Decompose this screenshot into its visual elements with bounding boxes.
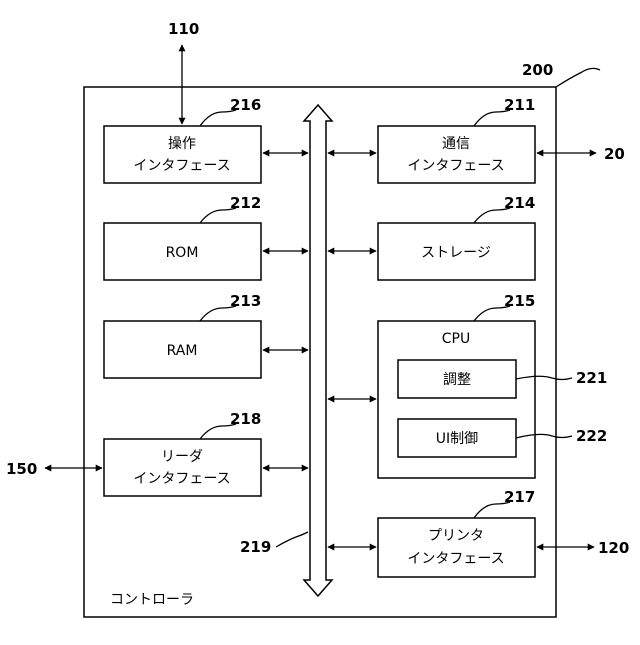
ui-control-label: UI制御 bbox=[436, 431, 478, 447]
printer-interface-line2: インタフェース bbox=[407, 551, 504, 567]
cpu-label: CPU bbox=[442, 331, 470, 347]
rom-ref: 212 bbox=[230, 194, 261, 212]
operation-interface-ref: 216 bbox=[230, 96, 261, 114]
cpu-ref: 215 bbox=[504, 292, 535, 310]
printer-device-ref: 120 bbox=[598, 539, 629, 557]
operation-interface-block bbox=[104, 126, 261, 183]
communication-interface-line2: インタフェース bbox=[407, 158, 504, 174]
ram-ref: 213 bbox=[230, 292, 261, 310]
reader-interface-line2: インタフェース bbox=[133, 471, 230, 487]
operation-interface-line2: インタフェース bbox=[133, 158, 230, 174]
printer-interface-line1: プリンタ bbox=[428, 528, 484, 544]
reader-interface-line1: リーダ bbox=[161, 449, 203, 465]
adjustment-ref: 221 bbox=[576, 369, 607, 387]
ui-control-ref: 222 bbox=[576, 427, 607, 445]
controller-ref: 200 bbox=[522, 61, 553, 79]
storage-label: ストレージ bbox=[421, 245, 491, 261]
network-ref: 20 bbox=[604, 145, 625, 163]
reader-device-ref: 150 bbox=[6, 460, 37, 478]
communication-interface-block bbox=[378, 126, 535, 183]
reader-interface-block bbox=[104, 439, 261, 496]
printer-interface-ref: 217 bbox=[504, 488, 535, 506]
bus-ref: 219 bbox=[240, 538, 271, 556]
adjustment-label: 調整 bbox=[443, 372, 471, 388]
controller-caption: コントローラ bbox=[110, 592, 194, 608]
communication-interface-ref: 211 bbox=[504, 96, 535, 114]
operation-unit-ref: 110 bbox=[168, 20, 199, 38]
ram-label: RAM bbox=[167, 343, 198, 359]
storage-ref: 214 bbox=[504, 194, 535, 212]
printer-interface-block bbox=[378, 518, 535, 577]
rom-label: ROM bbox=[166, 245, 199, 261]
communication-interface-line1: 通信 bbox=[442, 136, 470, 152]
operation-interface-line1: 操作 bbox=[168, 136, 196, 152]
reader-interface-ref: 218 bbox=[230, 410, 261, 428]
controller-ref-leader bbox=[556, 68, 600, 87]
